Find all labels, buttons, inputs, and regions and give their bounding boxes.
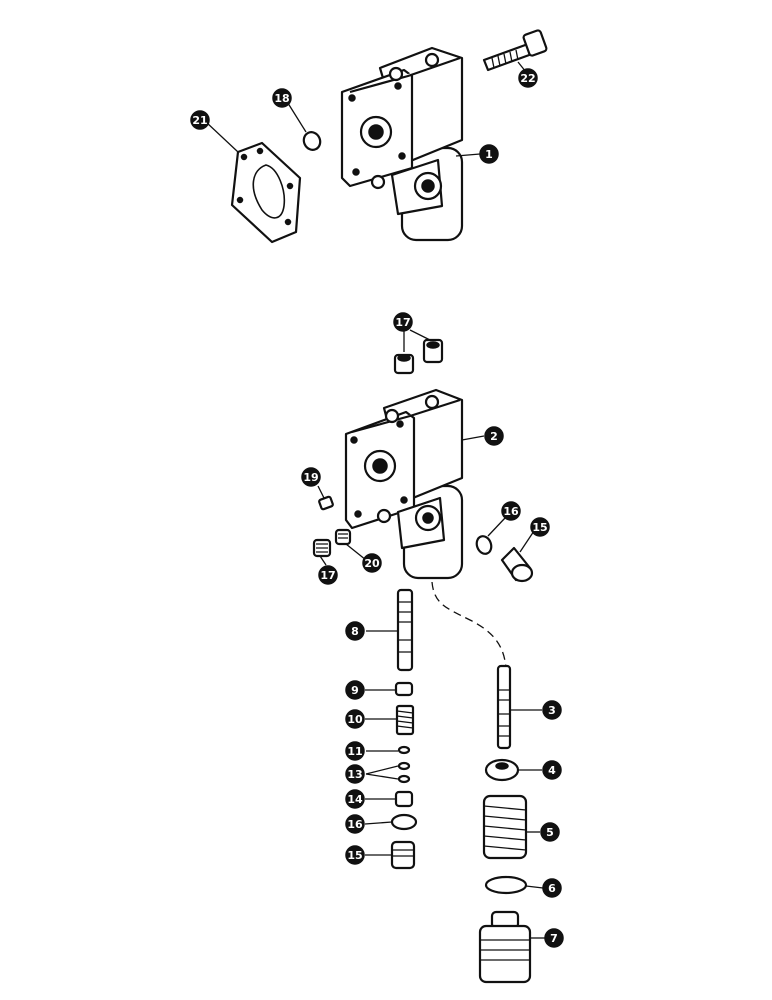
- callout-22: 22: [518, 68, 538, 88]
- callout-9: 9: [345, 680, 365, 700]
- part-10-spring: [395, 704, 415, 736]
- part-5-spring: [482, 794, 528, 860]
- part-17-plug-lower: [312, 538, 332, 558]
- part-19-pin: [318, 495, 334, 511]
- callout-21: 21: [190, 110, 210, 130]
- callout-14: 14: [345, 789, 365, 809]
- svg-text:4: 4: [548, 764, 556, 777]
- svg-text:6: 6: [548, 882, 556, 895]
- dashed-leader: [431, 581, 507, 669]
- svg-text:17: 17: [395, 316, 410, 329]
- callout-5: 5: [540, 822, 560, 842]
- svg-text:19: 19: [303, 471, 318, 484]
- callout-4: 4: [542, 760, 562, 780]
- part-8-spool: [396, 588, 414, 672]
- part-21-gasket: [230, 141, 302, 244]
- callout-16-left: 16: [345, 814, 365, 834]
- callout-8: 8: [345, 621, 365, 641]
- part-16-oring-left: [390, 813, 418, 831]
- svg-text:22: 22: [520, 72, 535, 85]
- callout-19: 19: [301, 467, 321, 487]
- svg-text:14: 14: [347, 793, 363, 806]
- part-3-piston: [496, 664, 512, 750]
- part-9-cap: [394, 681, 414, 697]
- callout-17-top: 17: [393, 312, 413, 332]
- callout-1: 1: [479, 144, 499, 164]
- part-4-retainer: [484, 758, 520, 782]
- callout-7: 7: [544, 928, 564, 948]
- callout-13: 13: [345, 764, 365, 784]
- svg-text:8: 8: [351, 625, 359, 638]
- callout-15-right: 15: [530, 517, 550, 537]
- svg-text:2: 2: [490, 430, 498, 443]
- part-15-plug-right: [500, 546, 534, 583]
- part-16-oring-right: [475, 535, 493, 555]
- part-7-plug: [478, 910, 532, 984]
- callout-3: 3: [542, 700, 562, 720]
- part-6-oring: [484, 875, 528, 895]
- callout-10: 10: [345, 709, 365, 729]
- svg-text:1: 1: [485, 148, 493, 161]
- callout-20: 20: [362, 553, 382, 573]
- svg-text:16: 16: [347, 818, 363, 831]
- svg-text:11: 11: [347, 745, 362, 758]
- svg-text:3: 3: [548, 704, 556, 717]
- callout-11: 11: [345, 741, 365, 761]
- callout-18: 18: [272, 88, 292, 108]
- svg-text:10: 10: [347, 713, 363, 726]
- part-14-seat: [394, 790, 414, 808]
- part-18-oring: [302, 131, 322, 151]
- svg-text:21: 21: [192, 114, 207, 127]
- part-13-balls: [397, 761, 411, 784]
- svg-text:16: 16: [503, 505, 519, 518]
- callout-16-right: 16: [501, 501, 521, 521]
- svg-text:15: 15: [532, 521, 547, 534]
- callout-15-left: 15: [345, 845, 365, 865]
- part-17-plugs-top: [393, 338, 444, 375]
- callout-6: 6: [542, 878, 562, 898]
- part-20-plug: [334, 528, 352, 546]
- part-11-ball: [397, 745, 411, 755]
- svg-text:17: 17: [320, 569, 335, 582]
- callout-17-lower: 17: [318, 565, 338, 585]
- svg-text:9: 9: [351, 684, 359, 697]
- part-2-valve-body: [344, 388, 464, 580]
- svg-text:15: 15: [347, 849, 362, 862]
- svg-text:20: 20: [364, 557, 380, 570]
- svg-text:18: 18: [274, 92, 289, 105]
- part-1-valve-body: [340, 46, 464, 242]
- svg-text:13: 13: [347, 768, 362, 781]
- part-22-bolt: [482, 29, 548, 72]
- svg-text:5: 5: [546, 826, 554, 839]
- part-15-plug-left: [390, 840, 416, 870]
- svg-text:7: 7: [550, 932, 558, 945]
- callout-2: 2: [484, 426, 504, 446]
